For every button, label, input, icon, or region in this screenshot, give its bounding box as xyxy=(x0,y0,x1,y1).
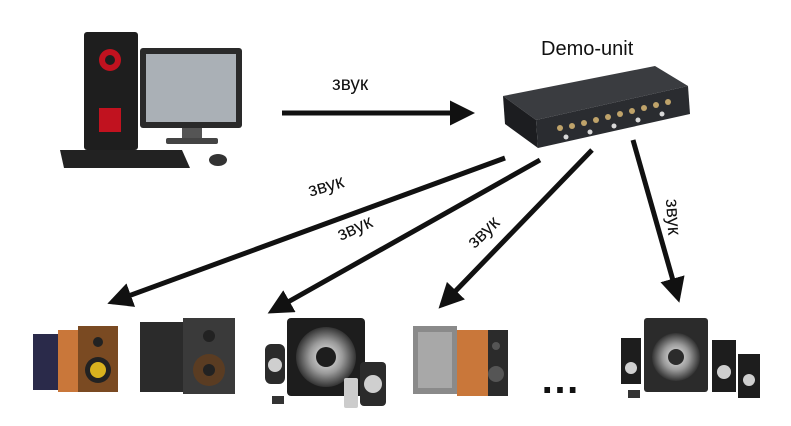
audio-splitter-unit-icon xyxy=(503,66,690,148)
ellipsis: … xyxy=(540,358,580,402)
arrow-unit-to-speaker-4 xyxy=(630,139,685,303)
speaker-set-icon xyxy=(265,318,386,408)
arrow-unit-to-speaker-2 xyxy=(267,157,542,314)
edge-label-unit-to-speaker-4: звук xyxy=(660,198,685,236)
arrow-unit-to-speaker-3 xyxy=(438,148,594,309)
arrows xyxy=(107,100,685,314)
speaker-set-icon xyxy=(33,326,118,392)
speaker-set-icon xyxy=(140,318,235,394)
edge-label-computer-to-unit: звук xyxy=(332,74,369,95)
speaker-set-icon xyxy=(621,318,760,398)
arrow-unit-to-speaker-1 xyxy=(107,155,506,307)
demo-unit-label: Demo-unit xyxy=(541,38,634,60)
desktop-computer-icon xyxy=(60,32,242,168)
speaker-set-icon xyxy=(413,326,508,396)
